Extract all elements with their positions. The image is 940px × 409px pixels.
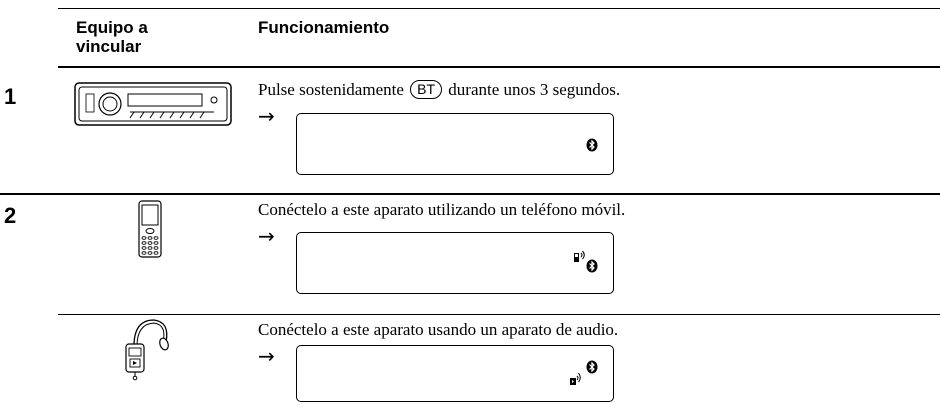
- arrow-icon: →: [258, 104, 275, 128]
- step-number: 2: [4, 203, 17, 228]
- step-1-text-after: durante unos 3 segundos.: [448, 80, 621, 99]
- header-operation-column: Funcionamiento: [258, 18, 390, 37]
- display-panel: [296, 113, 614, 175]
- phone-signal-icon: [574, 250, 585, 262]
- display-panel: [296, 345, 614, 402]
- arrow-icon: →: [258, 224, 275, 248]
- bluetooth-icon: [586, 138, 598, 152]
- display-panel: [296, 232, 614, 294]
- step-1-instruction: Pulse sostenidamente BT durante unos 3 s…: [258, 80, 620, 100]
- step-2-phone-instruction: Conéctelo a este aparato utilizando un t…: [258, 200, 626, 219]
- step-1-text-before: Pulse sostenidamente: [258, 80, 404, 99]
- table-top-rule: [58, 8, 940, 9]
- header-bottom-rule: [58, 66, 940, 68]
- step-1-bottom-rule: [0, 193, 940, 195]
- audio-signal-icon: [570, 372, 581, 385]
- audio-player-headphones-icon: [125, 319, 169, 381]
- header-device-line1: Equipo a: [76, 18, 148, 37]
- mobile-phone-icon: [138, 200, 162, 258]
- header-device-line2: vincular: [76, 37, 142, 56]
- bluetooth-icon: [586, 360, 598, 374]
- bluetooth-icon: [586, 259, 598, 273]
- step-2-audio-instruction: Conéctelo a este aparato usando un apara…: [258, 320, 619, 339]
- bt-button: BT: [410, 80, 443, 99]
- step-number: 1: [4, 84, 17, 109]
- header-device-column: Equipo a vincular: [76, 18, 148, 56]
- step-2-divider-rule: [58, 314, 940, 315]
- car-stereo-icon: [74, 82, 232, 126]
- arrow-icon: →: [258, 344, 275, 368]
